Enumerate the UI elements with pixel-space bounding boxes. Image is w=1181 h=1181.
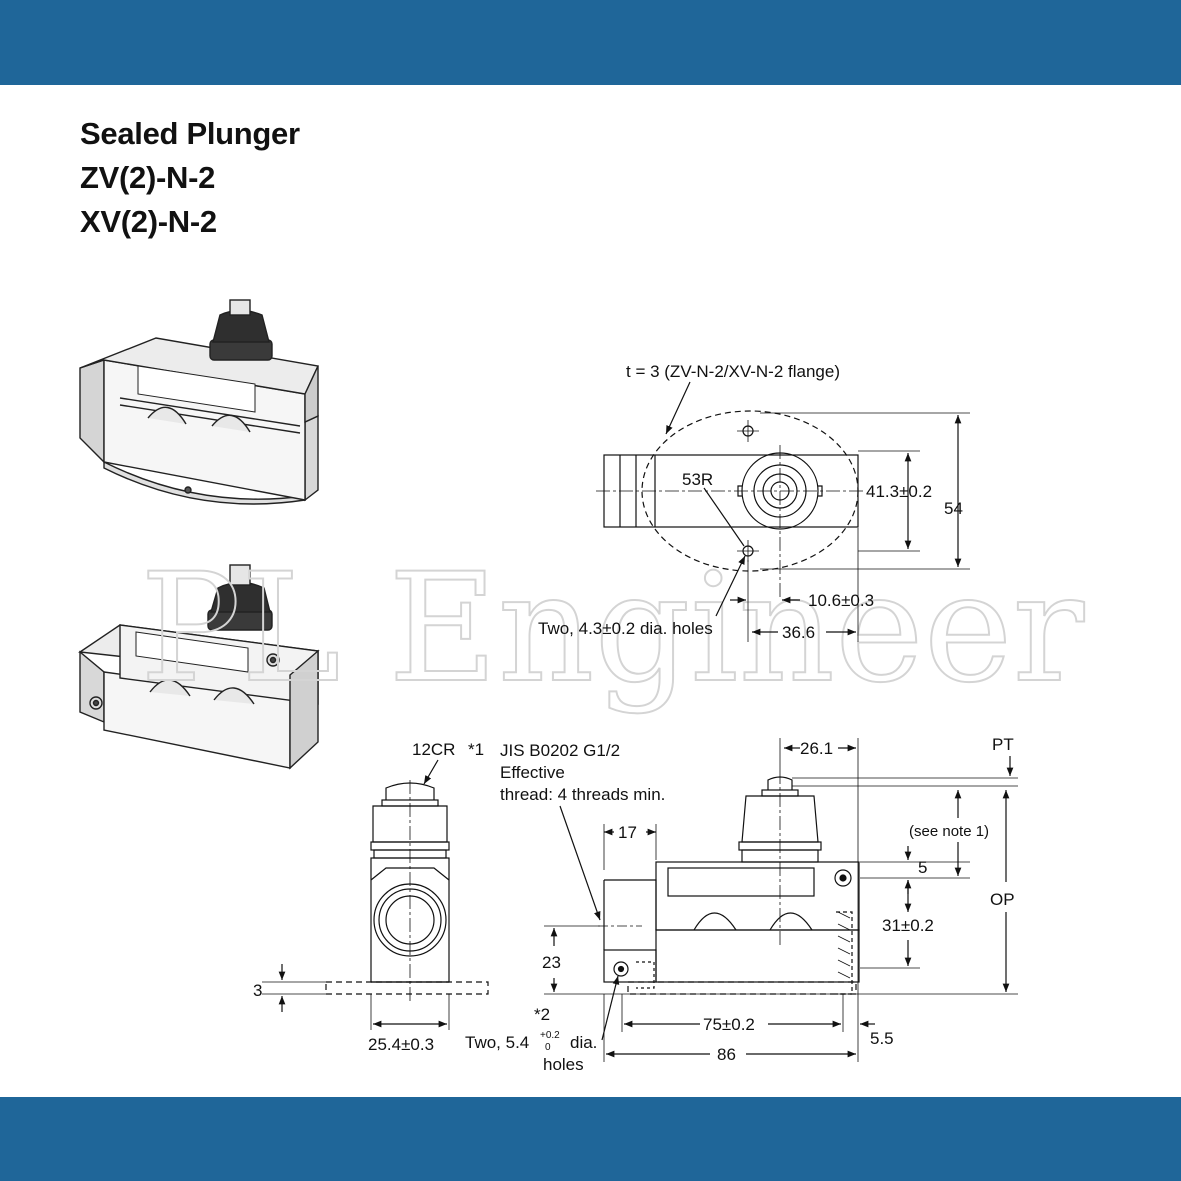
dimension-41-3: 41.3±0.2 [866, 482, 932, 501]
page-title: Sealed Plunger [80, 116, 300, 151]
dimension-25-4: 25.4±0.3 [368, 1035, 434, 1054]
model-number-2: XV(2)-N-2 [80, 204, 217, 239]
dimension-10-6: 10.6±0.3 [808, 591, 874, 610]
front-holes-label-1: Two, 5.4 [465, 1033, 529, 1052]
dimension-3: 3 [253, 981, 262, 1000]
front-holes-label-3: holes [543, 1055, 584, 1074]
side-view-drawing [262, 759, 489, 1030]
model-number-1: ZV(2)-N-2 [80, 160, 216, 195]
mounting-holes-label: Two, 4.3±0.2 dia. holes [538, 619, 713, 638]
dimension-31: 31±0.2 [882, 916, 934, 935]
thread-spec-line-3: thread: 4 threads min. [500, 785, 665, 804]
thread-spec-line-2: Effective [500, 763, 565, 782]
note-2-marker: *2 [534, 1005, 550, 1024]
product-photo-1 [79, 299, 320, 505]
dimension-5: 5 [918, 858, 927, 877]
dimension-26-1: 26.1 [800, 739, 833, 758]
title-block: Sealed Plunger ZV(2)-N-2 XV(2)-N-2 [80, 112, 300, 244]
front-holes-tolerance-lower: 0 [545, 1042, 551, 1053]
dimension-54: 54 [944, 499, 963, 518]
front-holes-tolerance-upper: +0.2 [540, 1030, 560, 1041]
product-photo-2 [78, 564, 320, 770]
top-view-drawing [596, 381, 970, 642]
dimension-17: 17 [618, 823, 637, 842]
watermark-text: PL Engineer [140, 542, 1084, 716]
flange-thickness-label: t = 3 (ZV-N-2/XV-N-2 flange) [626, 362, 840, 381]
pretravel-label: PT [992, 735, 1014, 754]
front-view-drawing [544, 738, 1018, 1062]
radius-label: 53R [682, 470, 713, 489]
dimension-5-5: 5.5 [870, 1029, 894, 1048]
note-1-marker: *1 [468, 740, 484, 759]
bottom-banner [0, 1097, 1181, 1181]
thread-spec-line-1: JIS B0202 G1/2 [500, 741, 620, 760]
see-note-label: (see note 1) [909, 823, 989, 840]
crown-radius-label: 12CR [412, 740, 455, 759]
front-holes-label-2: dia. [570, 1033, 597, 1052]
dimension-36-6: 36.6 [782, 623, 815, 642]
top-banner [0, 0, 1181, 85]
operating-position-label: OP [990, 890, 1015, 909]
dimension-75: 75±0.2 [703, 1015, 755, 1034]
dimension-23: 23 [542, 953, 561, 972]
dimension-86: 86 [717, 1045, 736, 1064]
